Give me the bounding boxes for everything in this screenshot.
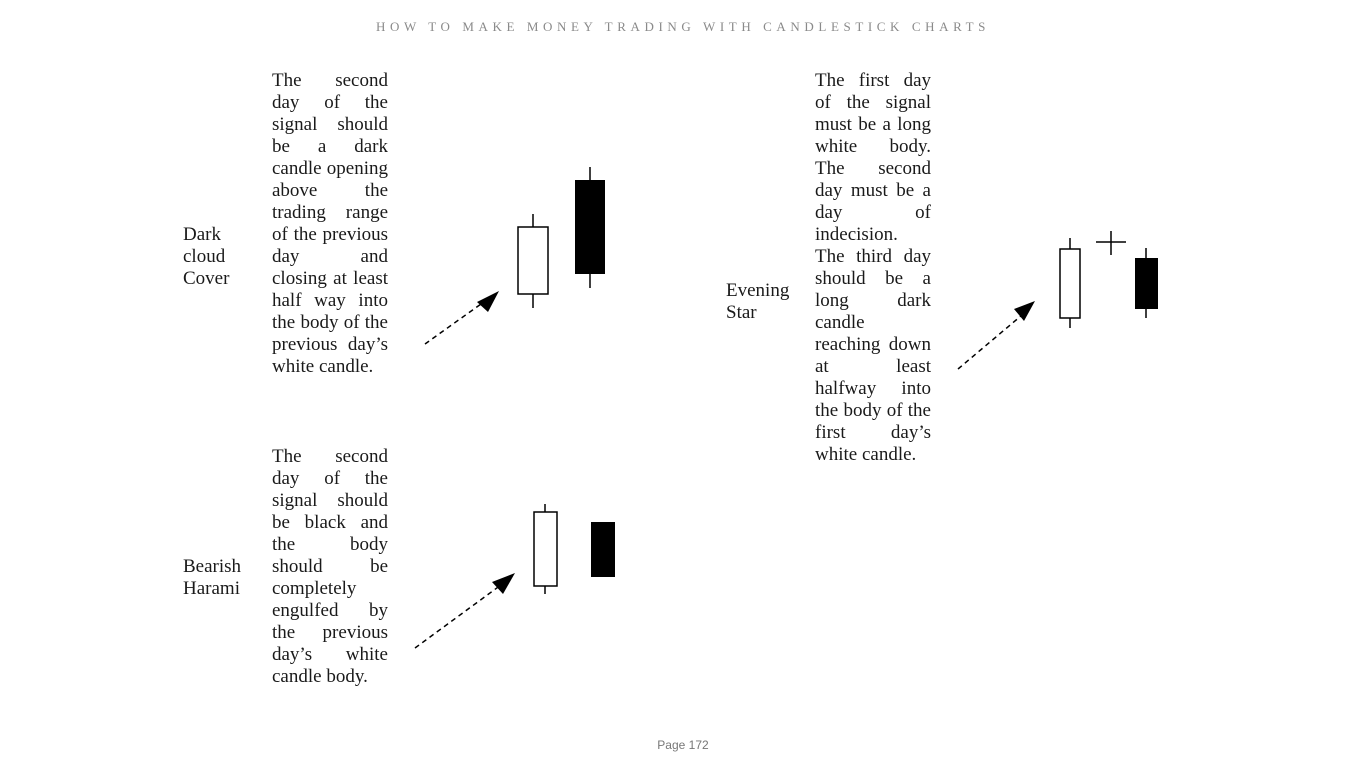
- dark-candle: [1135, 248, 1158, 318]
- pattern-name-line: Bearish: [183, 556, 242, 577]
- pattern-name-bearish-harami: Bearish Harami: [183, 556, 241, 600]
- pattern-name-evening-star: Evening Star: [726, 280, 789, 324]
- evening-star-figure: [957, 231, 1158, 370]
- white-candle: [1059, 238, 1081, 328]
- arrowhead-icon: [477, 291, 499, 312]
- dark-candle: [591, 522, 615, 577]
- pattern-name-line: Star: [726, 302, 757, 323]
- doji-candle: [1096, 231, 1126, 255]
- trend-arrow: [414, 581, 506, 649]
- page-number: Page 172: [657, 738, 709, 752]
- pattern-name-dark-cloud-cover: Dark cloud Cover: [183, 224, 229, 290]
- pattern-name-line: Evening: [726, 280, 790, 301]
- pattern-description-bearish-harami: The second day of the signal should be b…: [272, 446, 388, 687]
- trend-arrow: [957, 309, 1029, 370]
- dark-candle: [575, 167, 605, 288]
- dark-cloud-cover-figure: [424, 167, 605, 345]
- arrowhead-icon: [1014, 301, 1035, 321]
- bearish-harami-figure: [414, 504, 615, 649]
- white-candle: [517, 214, 549, 308]
- pattern-description-evening-star: The first day of the signal must be a lo…: [815, 70, 931, 465]
- running-header: HOW TO MAKE MONEY TRADING WITH CANDLESTI…: [375, 19, 991, 34]
- pattern-description-dark-cloud-cover: The second day of the signal should be a…: [272, 70, 388, 377]
- pattern-name-line: cloud: [183, 246, 226, 267]
- pattern-name-line: Cover: [183, 268, 230, 289]
- pattern-name-line: Dark: [183, 224, 221, 245]
- arrowhead-icon: [492, 573, 515, 594]
- pattern-name-line: Harami: [183, 578, 240, 599]
- white-candle: [533, 504, 558, 594]
